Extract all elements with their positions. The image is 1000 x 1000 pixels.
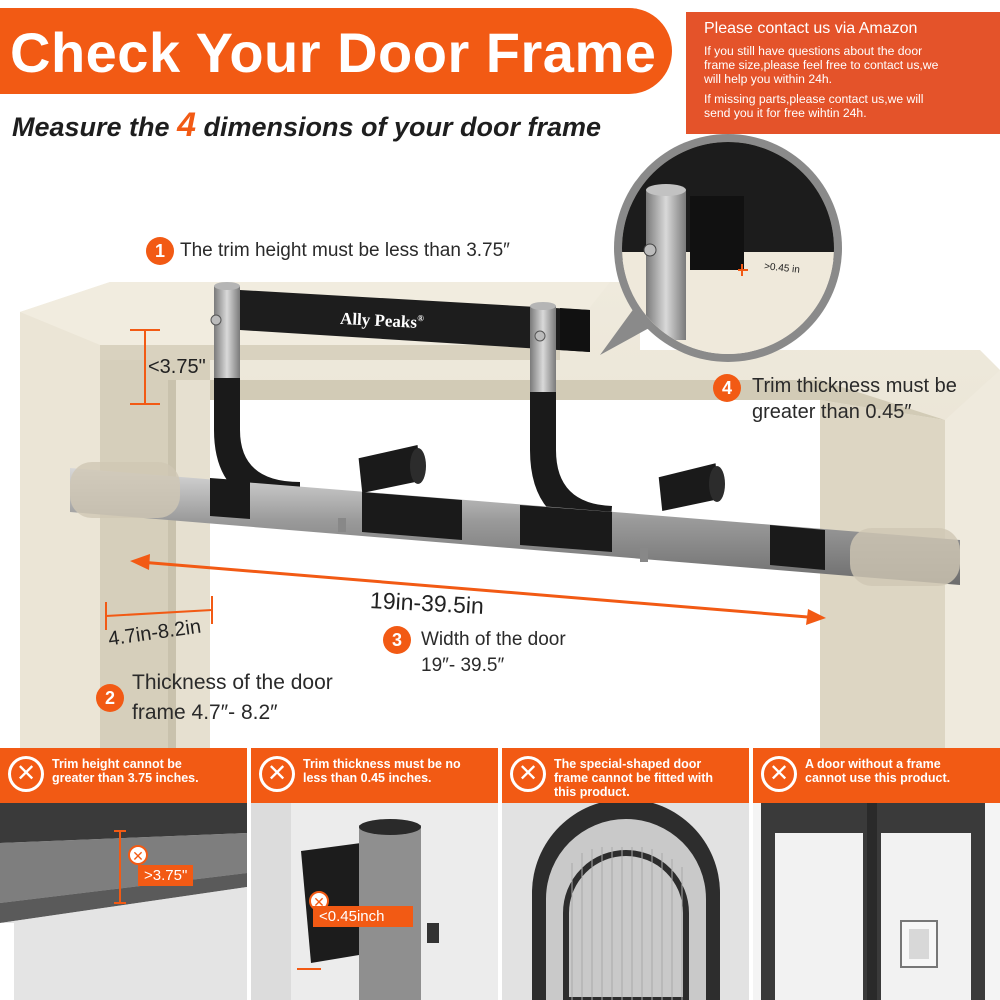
subtitle-before: Measure the: [12, 112, 178, 142]
warning-panel-no-frame: ✕ A door without a frame cannot use this…: [753, 748, 1000, 1000]
callout-3-text: Width of the door 19″- 39.5″: [421, 627, 566, 679]
callout-3-line2: 19″- 39.5″: [421, 655, 505, 676]
contact-box: Please contact us via Amazon If you stil…: [686, 12, 1000, 134]
contact-line: If you still have questions about the do…: [704, 44, 923, 58]
cross-icon: ✕: [8, 756, 44, 792]
warning-panel-trim-thickness: ✕ Trim thickness must be no less than 0.…: [251, 748, 498, 1000]
contact-heading: Please contact us via Amazon: [704, 20, 918, 37]
panel-header: ✕ Trim height cannot be greater than 3.7…: [0, 748, 247, 803]
page-subtitle: Measure the 4 dimensions of your door fr…: [12, 106, 601, 145]
panel-image-trim-height: ✕ >3.75": [0, 803, 247, 1000]
contact-line: If missing parts,please contact us,we wi…: [704, 92, 924, 106]
callout-4-text: Trim thickness must be greater than 0.45…: [752, 373, 957, 425]
title-banner: Check Your Door Frame: [0, 8, 672, 94]
panel-text: Trim thickness must be no less than 0.45…: [303, 757, 461, 785]
contact-line: frame size,please feel free to contact u…: [704, 58, 939, 72]
panel-header: ✕ The special-shaped door frame cannot b…: [502, 748, 749, 803]
cross-icon: ✕: [259, 756, 295, 792]
callout-2-line2: frame 4.7″- 8.2″: [132, 701, 278, 724]
panel-text: Trim height cannot be greater than 3.75 …: [52, 757, 199, 785]
zoom-circle: [600, 134, 842, 362]
panel-text: A door without a frame cannot use this p…: [805, 757, 951, 785]
warning-panel-special-frame: ✕ The special-shaped door frame cannot b…: [502, 748, 749, 1000]
callout-4-line1: Trim thickness must be: [752, 375, 957, 397]
callout-2-text: Thickness of the door frame 4.7″- 8.2″: [132, 668, 333, 728]
callout-2-line1: Thickness of the door: [132, 671, 333, 694]
subtitle-number: 4: [177, 106, 196, 144]
pullup-bar: [70, 282, 960, 586]
trim-height-label: <3.75": [148, 356, 206, 378]
panel-text: The special-shaped door frame cannot be …: [554, 757, 714, 799]
callout-3-line1: Width of the door: [421, 629, 566, 650]
warning-panel-trim-height: ✕ Trim height cannot be greater than 3.7…: [0, 748, 247, 1000]
page-title: Check Your Door Frame: [10, 21, 657, 84]
contact-line: send you it for free wihtin 24h.: [704, 106, 867, 120]
panel-image-frameless-door: [753, 803, 1000, 1000]
trim-height-dimension: [130, 329, 160, 405]
panel-image-trim-thickness: ✕ <0.45inch: [251, 803, 498, 1000]
callout-1-text: The trim height must be less than 3.75″: [180, 240, 510, 261]
panel-tag: <0.45inch: [313, 906, 413, 927]
panel-tag: >3.75": [138, 865, 194, 886]
step-marker-1: 1: [146, 237, 174, 265]
subtitle-after: dimensions of your door frame: [195, 112, 602, 142]
callout-4-line2: greater than 0.45″: [752, 401, 912, 423]
step-marker-4: 4: [713, 374, 741, 402]
cross-icon: ✕: [510, 756, 546, 792]
panel-header: ✕ Trim thickness must be no less than 0.…: [251, 748, 498, 803]
panel-header: ✕ A door without a frame cannot use this…: [753, 748, 1000, 803]
width-arrow: [130, 554, 826, 625]
contact-line: will help you within 24h.: [704, 72, 833, 86]
door-frame-illustration: [20, 134, 1000, 760]
thickness-dimension: [105, 596, 213, 630]
step-marker-3: 3: [383, 626, 411, 654]
step-marker-2: 2: [96, 684, 124, 712]
panel-image-arched-door: [502, 799, 749, 1000]
cross-icon-small: ✕: [128, 845, 148, 865]
cross-icon: ✕: [761, 756, 797, 792]
